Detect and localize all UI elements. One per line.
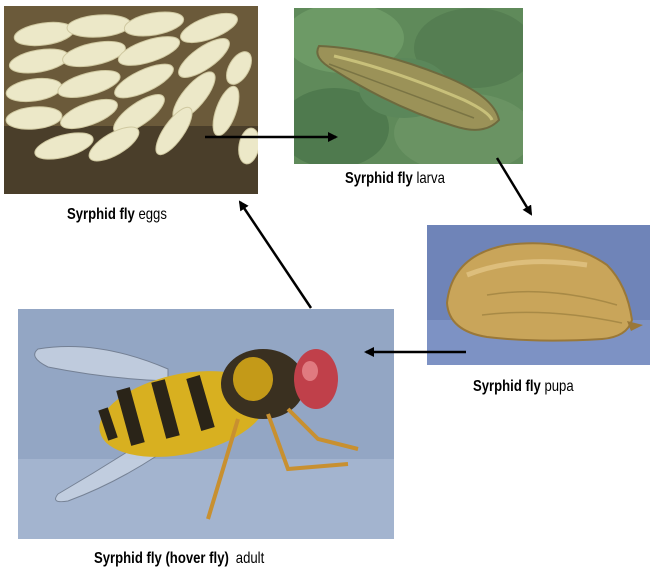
pupa-caption: Syrphid fly pupa [473,378,574,396]
larva-caption-stage: larva [416,170,444,187]
pupa-caption-stage: pupa [544,378,573,395]
eggs-caption: Syrphid fly eggs [67,206,167,224]
adult-caption-name: Syrphid fly (hover fly) [94,550,229,567]
arrow-adult-to-eggs [240,202,311,308]
eggs-caption-stage: eggs [138,206,166,223]
adult-caption-stage: adult [236,550,264,567]
larva-caption-name: Syrphid fly [345,170,413,187]
arrow-larva-to-pupa [497,158,531,214]
eggs-caption-name: Syrphid fly [67,206,135,223]
larva-caption: Syrphid fly larva [345,170,445,188]
adult-caption: Syrphid fly (hover fly) adult [94,550,264,568]
pupa-caption-name: Syrphid fly [473,378,541,395]
